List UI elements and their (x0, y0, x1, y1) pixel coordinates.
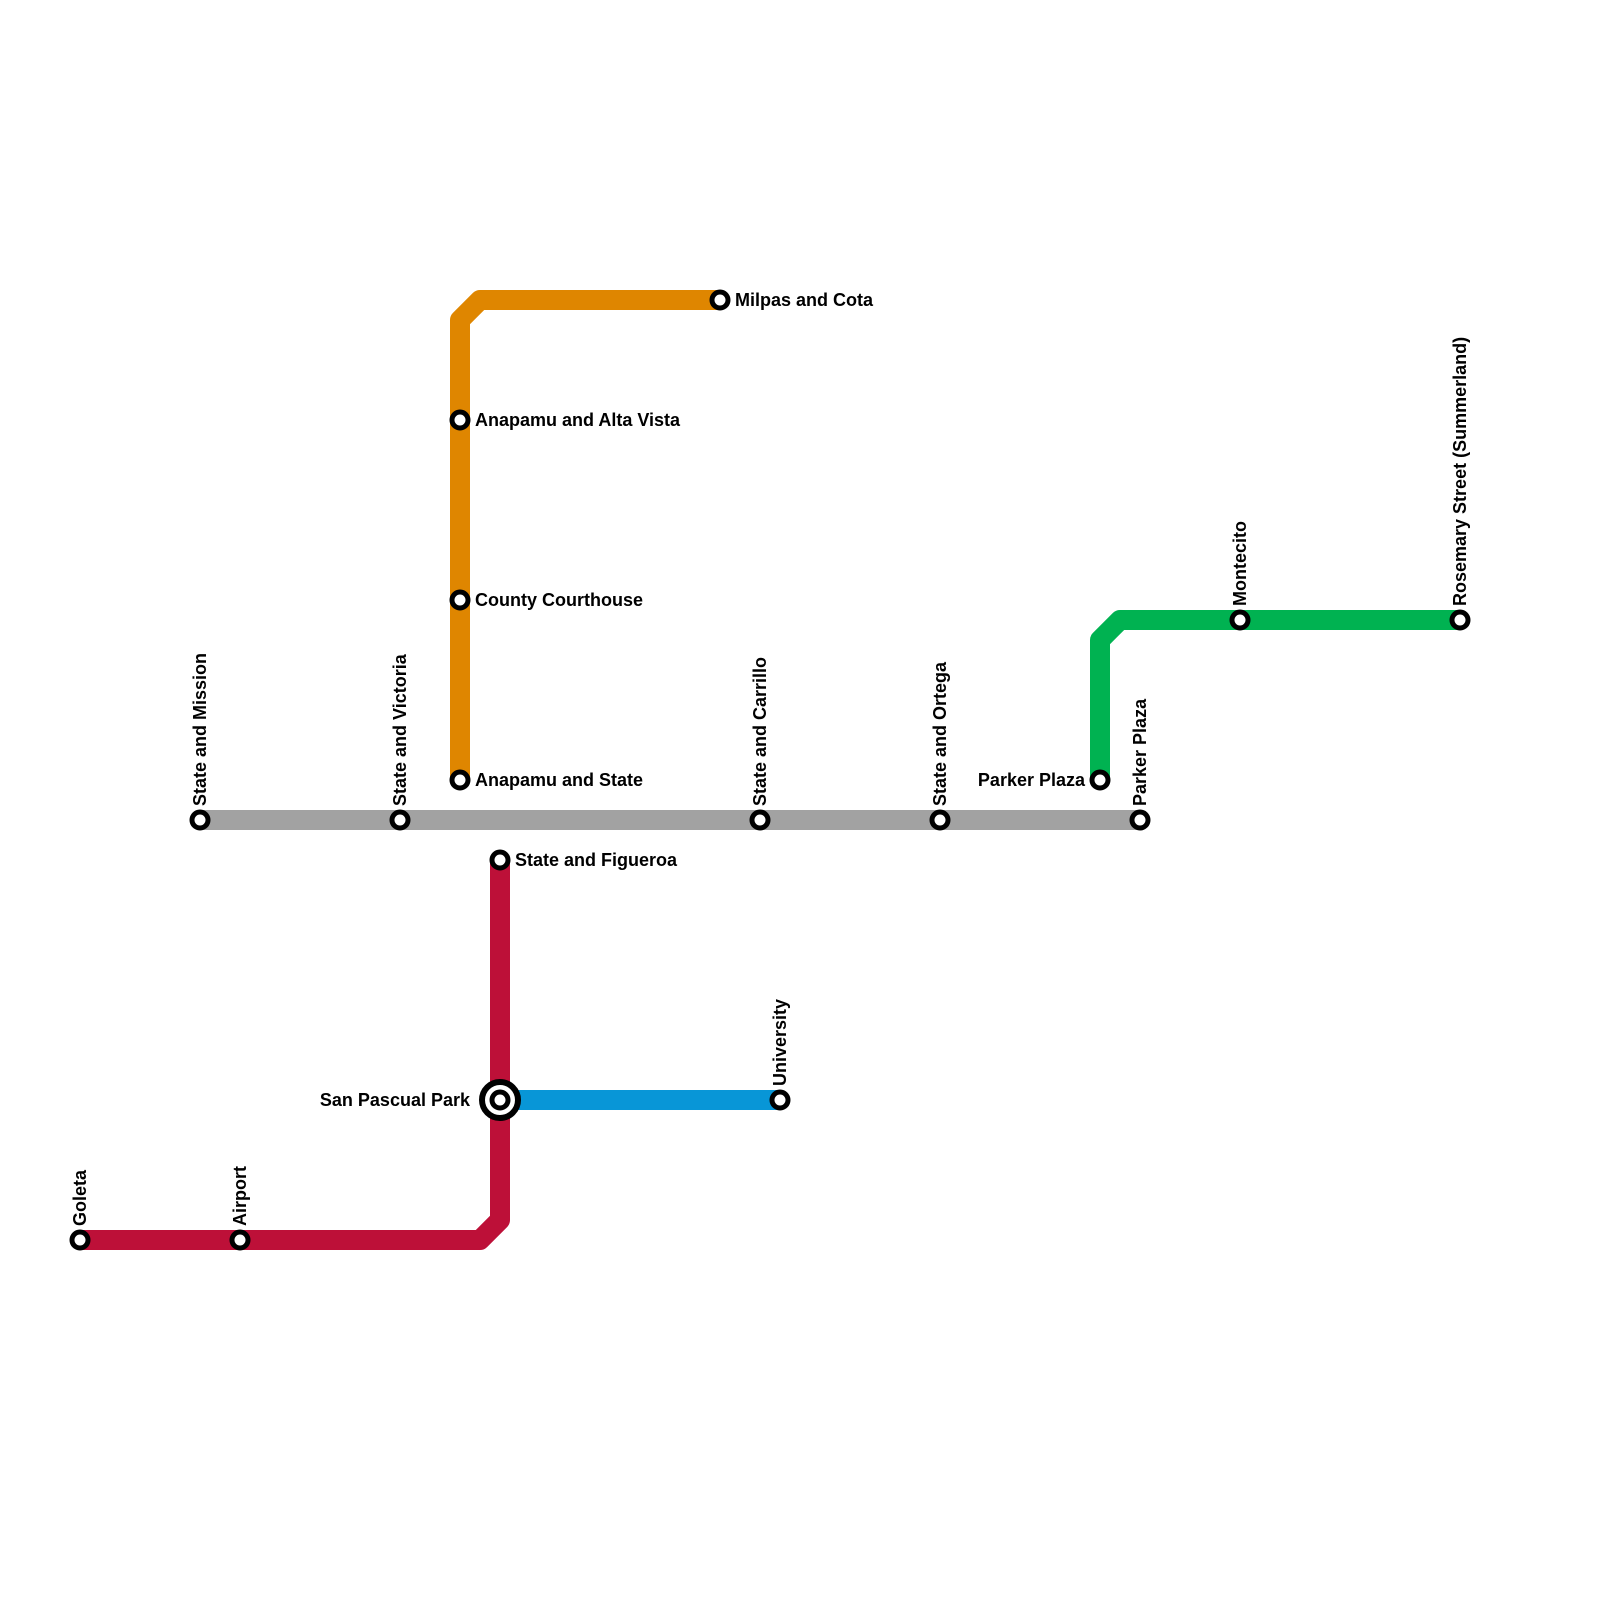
station-university[interactable]: University (769, 999, 791, 1111)
station-label: Parker Plaza (1130, 698, 1150, 806)
station-goleta[interactable]: Goleta (69, 1169, 91, 1251)
station-label: State and Carrillo (750, 657, 770, 806)
station-marker (929, 809, 951, 831)
station-marker (449, 589, 471, 611)
route-orange (450, 290, 730, 790)
station-marker (1229, 609, 1251, 631)
station-parker-plaza-gray[interactable]: Parker Plaza (1129, 698, 1151, 831)
station-marker (1129, 809, 1151, 831)
station-marker (189, 809, 211, 831)
station-label: County Courthouse (475, 590, 643, 610)
station-milpas-cota[interactable]: Milpas and Cota (709, 289, 874, 311)
station-label: Rosemary Street (Summerland) (1450, 337, 1470, 606)
station-san-pascual-park[interactable]: San Pascual Park (320, 1079, 521, 1121)
station-marker (229, 1229, 251, 1251)
station-label: State and Ortega (930, 661, 950, 806)
station-marker (1449, 609, 1471, 631)
station-label: Goleta (70, 1169, 90, 1226)
station-rosemary-street[interactable]: Rosemary Street (Summerland) (1449, 337, 1471, 631)
station-label: Anapamu and State (475, 770, 643, 790)
station-parker-plaza-green[interactable]: Parker Plaza (978, 769, 1111, 791)
station-label: San Pascual Park (320, 1090, 471, 1110)
station-state-carrillo[interactable]: State and Carrillo (749, 657, 771, 831)
station-marker (389, 809, 411, 831)
station-label: Montecito (1230, 521, 1250, 606)
station-marker (449, 769, 471, 791)
station-label: University (770, 999, 790, 1086)
station-state-victoria[interactable]: State and Victoria (389, 653, 411, 831)
station-marker (489, 1089, 511, 1111)
station-state-mission[interactable]: State and Mission (189, 653, 211, 831)
station-label: Airport (230, 1166, 250, 1226)
route-green (1090, 610, 1470, 790)
route-red (70, 850, 510, 1250)
station-marker (489, 849, 511, 871)
station-label: Milpas and Cota (735, 290, 874, 310)
station-airport[interactable]: Airport (229, 1166, 251, 1251)
station-label: Parker Plaza (978, 770, 1086, 790)
station-marker (1089, 769, 1111, 791)
station-marker (769, 1089, 791, 1111)
station-montecito[interactable]: Montecito (1229, 521, 1251, 631)
station-anapamu-state[interactable]: Anapamu and State (449, 769, 643, 791)
station-label: State and Victoria (390, 653, 410, 806)
station-marker (709, 289, 731, 311)
station-state-figueroa[interactable]: State and Figueroa (489, 849, 678, 871)
station-label: Anapamu and Alta Vista (475, 410, 681, 430)
station-county-courthouse[interactable]: County Courthouse (449, 589, 643, 611)
station-marker (449, 409, 471, 431)
station-state-ortega[interactable]: State and Ortega (929, 661, 951, 831)
station-anapamu-alta-vista[interactable]: Anapamu and Alta Vista (449, 409, 681, 431)
station-label: State and Mission (190, 653, 210, 806)
station-marker (69, 1229, 91, 1251)
station-label: State and Figueroa (515, 850, 678, 870)
station-marker (749, 809, 771, 831)
